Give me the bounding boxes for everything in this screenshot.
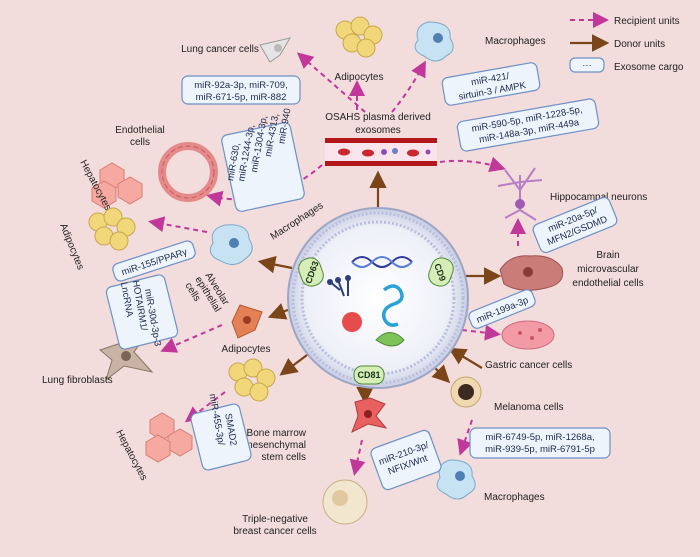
plasma-vessel: OSAHS plasma derived exosomes — [325, 112, 437, 166]
cargo-lung-fibroblasts: LncRNA HOTAIRM1/ miR-30d-3p-3 — [105, 274, 179, 350]
label-hepatocytes-lower: Hepatocytes — [113, 428, 149, 482]
label-melanoma: Melanoma cells — [494, 402, 563, 413]
marker-cd81: CD81 — [353, 365, 385, 385]
label-brain-1: Brain — [596, 250, 619, 261]
label-adipocytes-top: Adipocytes — [335, 72, 384, 83]
bone-marrow-msc-icon — [351, 397, 388, 434]
label-lung-cancer: Lung cancer cells — [181, 44, 259, 55]
svg-text:miR-671-5p, miR-882: miR-671-5p, miR-882 — [196, 92, 287, 103]
melanoma-cell-icon — [450, 376, 482, 408]
legend-cargo-symbol: ··· — [582, 60, 592, 71]
label-bone-1: Bone marrow — [247, 428, 307, 439]
hepatocytes-icon — [91, 162, 143, 209]
endothelial-ring-icon — [158, 142, 218, 202]
tnbc-cell-icon — [322, 479, 368, 525]
label-tnbc-1: Triple-negative — [242, 514, 308, 525]
brain-endothelial-icon — [499, 255, 564, 291]
cargo-macrophages-bottom: miR-6749-5p, miR-1268a, miR-939-5p, miR-… — [469, 427, 611, 459]
cargo-hippocampal: miR-590-5p, miR-1228-5p, miR-148a-3p, mi… — [456, 98, 600, 152]
label-brain-3: endothelial cells — [572, 278, 643, 289]
arrow-to-macrophages-top — [391, 60, 426, 113]
cargo-macrophages-top: miR-421/ sirtuin-3 / AMPK — [441, 62, 541, 106]
hippocampal-neuron-icon — [497, 167, 543, 221]
cargo-brain: miR-20a-5p/ MFN2/GSDMD — [532, 196, 618, 254]
mitochondria-icon — [375, 332, 405, 347]
macrophage-icon — [414, 21, 454, 62]
arrow-to-hepatocytes-left — [148, 216, 208, 233]
label-adipocytes-lower: Adipocytes — [222, 344, 271, 355]
adipocytes-icon — [335, 16, 383, 58]
arrow-to-lung-fibroblasts — [160, 324, 223, 353]
source-label-2: exosomes — [355, 125, 401, 136]
arrow-to-macrophages-bottom — [457, 419, 473, 456]
cargo-hepatocytes-lower: miR-455-3p/ SMAD2 — [190, 393, 252, 471]
arrow-to-tnbc — [349, 439, 366, 476]
svg-text:miR-6749-5p, miR-1268a,: miR-6749-5p, miR-1268a, — [485, 432, 594, 443]
gastric-cancer-icon — [501, 320, 555, 350]
label-macrophages-bottom: Macrophages — [484, 492, 545, 503]
label-endothelial-1: Endothelial — [115, 125, 164, 136]
label-macrophages-top: Macrophages — [485, 36, 546, 47]
svg-text:miR-939-5p, miR-6791-5p: miR-939-5p, miR-6791-5p — [485, 444, 595, 455]
macrophage-mid-icon — [209, 224, 253, 265]
label-brain-2: microvascular — [577, 264, 639, 275]
macrophage-bottom-icon — [436, 459, 476, 500]
lung-cancer-cell-icon — [259, 37, 292, 63]
label-gastric: Gastric cancer cells — [485, 360, 572, 371]
arrow-to-gastric — [461, 324, 501, 341]
legend-donor: Donor units — [614, 39, 665, 50]
arrow-to-lung-cancer — [296, 52, 366, 113]
adipocytes-lower-icon — [228, 358, 276, 402]
cargo-lung-cancer: miR-92a-3p, miR-709, miR-671-5p, miR-882 — [181, 75, 301, 105]
label-hippocampal: Hippocampal neurons — [550, 192, 647, 203]
lipid-droplet-icon — [342, 312, 362, 332]
adipocytes-left-icon — [88, 207, 136, 251]
legend-cargo: Exosome cargo — [614, 62, 684, 73]
cargo-tnbc: miR-210-3p/ NFIX/Wnt — [370, 429, 442, 491]
legend-recipient: Recipient units — [614, 16, 680, 27]
marker-cd63: CD63 — [298, 257, 324, 287]
cargo-endothelial: miR-630, miR-1244-3p, miR-1304-3p, miR-4… — [221, 108, 305, 212]
arrow-to-hippocampal — [439, 156, 506, 173]
rna-icon — [381, 284, 404, 327]
svg-text:miR-92a-3p, miR-709,: miR-92a-3p, miR-709, — [194, 80, 287, 91]
dna-icon — [351, 256, 413, 268]
label-bone-3: stem cells — [262, 452, 306, 463]
central-exosome — [287, 207, 469, 389]
hepatocytes-lower-icon — [145, 412, 193, 463]
label-adipocytes-left: Adipocytes — [57, 222, 86, 271]
marker-cd9: CD9 — [428, 257, 454, 287]
source-label-1: OSAHS plasma derived — [325, 112, 431, 123]
cargo-box-icon — [569, 57, 605, 73]
red-blood-cell-icon — [338, 148, 350, 156]
label-endothelial-2: cells — [130, 137, 150, 148]
legend: Recipient units Donor units ··· Exosome … — [569, 12, 684, 73]
label-tnbc-2: breast cancer cells — [233, 526, 316, 537]
marker-cd81-label: CD81 — [357, 370, 380, 380]
label-lung-fibroblasts: Lung fibroblasts — [42, 375, 113, 386]
alveolar-cell-icon — [231, 304, 263, 339]
label-bone-2: mesenchymal — [244, 440, 306, 451]
